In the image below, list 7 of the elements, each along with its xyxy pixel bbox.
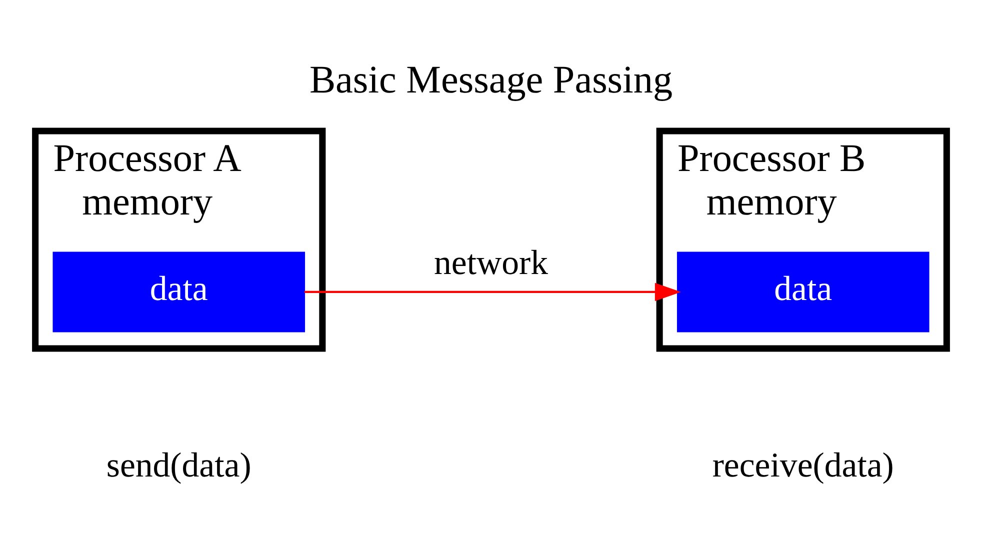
node-label: receive(data) (712, 444, 894, 484)
edge-label: network (433, 242, 548, 282)
node-box: data (52, 251, 305, 332)
node-label: send(data) (106, 444, 251, 484)
arrow (304, 282, 681, 301)
node-box: data (676, 251, 929, 332)
diagram-title: Basic Message Passing (308, 58, 672, 102)
